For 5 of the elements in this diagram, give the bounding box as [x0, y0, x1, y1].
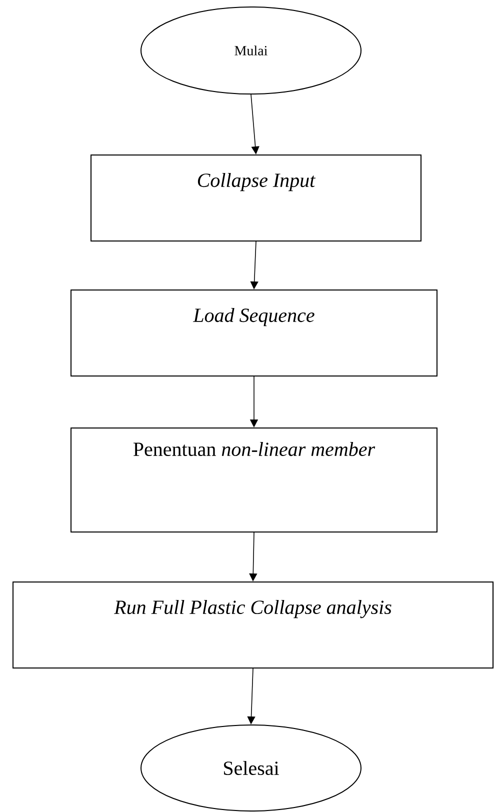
process-box: Penentuan non-linear member — [70, 428, 438, 532]
process-box: Run Full Plastic Collapse analysis — [12, 582, 494, 668]
process-box: Collapse Input — [90, 154, 422, 242]
process-box: Load Sequence — [70, 290, 438, 376]
arrow — [250, 94, 260, 154]
